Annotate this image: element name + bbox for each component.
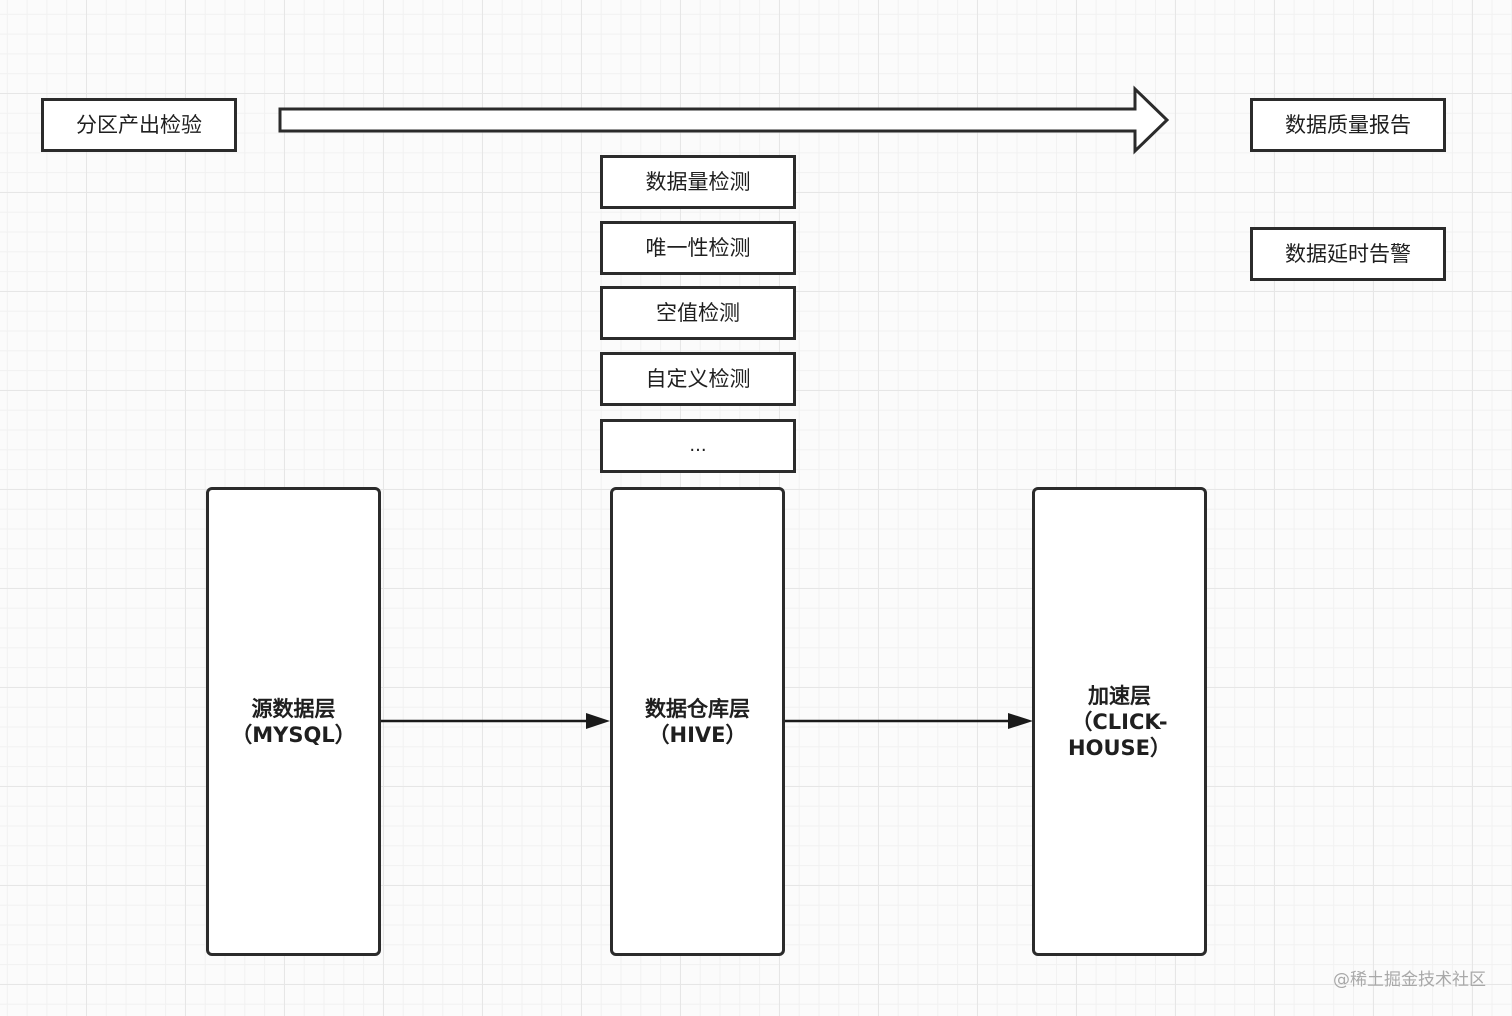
warehouse-layer-sub: （HIVE） (648, 722, 747, 747)
quality-report-box: 数据质量报告 (1250, 98, 1446, 152)
check-label: 自定义检测 (645, 366, 751, 391)
partition-check-label: 分区产出检验 (76, 112, 202, 137)
partition-check-box: 分区产出检验 (41, 98, 237, 152)
check-label: 唯一性检测 (645, 235, 751, 260)
check-label: ... (689, 435, 707, 456)
delay-alert-label: 数据延时告警 (1285, 241, 1411, 266)
warehouse-layer-box: 数据仓库层 （HIVE） (610, 487, 785, 956)
watermark-text: @稀土掘金技术社区 (1333, 970, 1486, 990)
accel-layer-label: 加速层 （CLICK- HOUSE） (1068, 683, 1171, 761)
check-box-custom: 自定义检测 (600, 352, 796, 406)
source-layer-label: 源数据层 （MYSQL） (231, 696, 355, 748)
check-box-volume: 数据量检测 (600, 155, 796, 209)
quality-report-label: 数据质量报告 (1285, 112, 1411, 137)
flow-arrow (278, 85, 1170, 155)
source-layer-name: 源数据层 (251, 696, 336, 721)
accel-layer-sub-2: HOUSE） (1068, 735, 1171, 760)
accel-layer-name: 加速层 (1087, 683, 1151, 708)
source-layer-box: 源数据层 （MYSQL） (206, 487, 381, 956)
accel-layer-sub-1: （CLICK- (1071, 709, 1168, 734)
source-layer-sub: （MYSQL） (231, 722, 356, 747)
warehouse-layer-name: 数据仓库层 (645, 696, 750, 721)
check-box-more: ... (600, 419, 796, 473)
check-label: 数据量检测 (645, 169, 751, 194)
check-box-uniqueness: 唯一性检测 (600, 221, 796, 275)
check-box-null: 空值检测 (600, 286, 796, 340)
accel-layer-box: 加速层 （CLICK- HOUSE） (1032, 487, 1207, 956)
check-label: 空值检测 (656, 300, 740, 325)
warehouse-layer-label: 数据仓库层 （HIVE） (645, 696, 750, 748)
delay-alert-box: 数据延时告警 (1250, 227, 1446, 281)
